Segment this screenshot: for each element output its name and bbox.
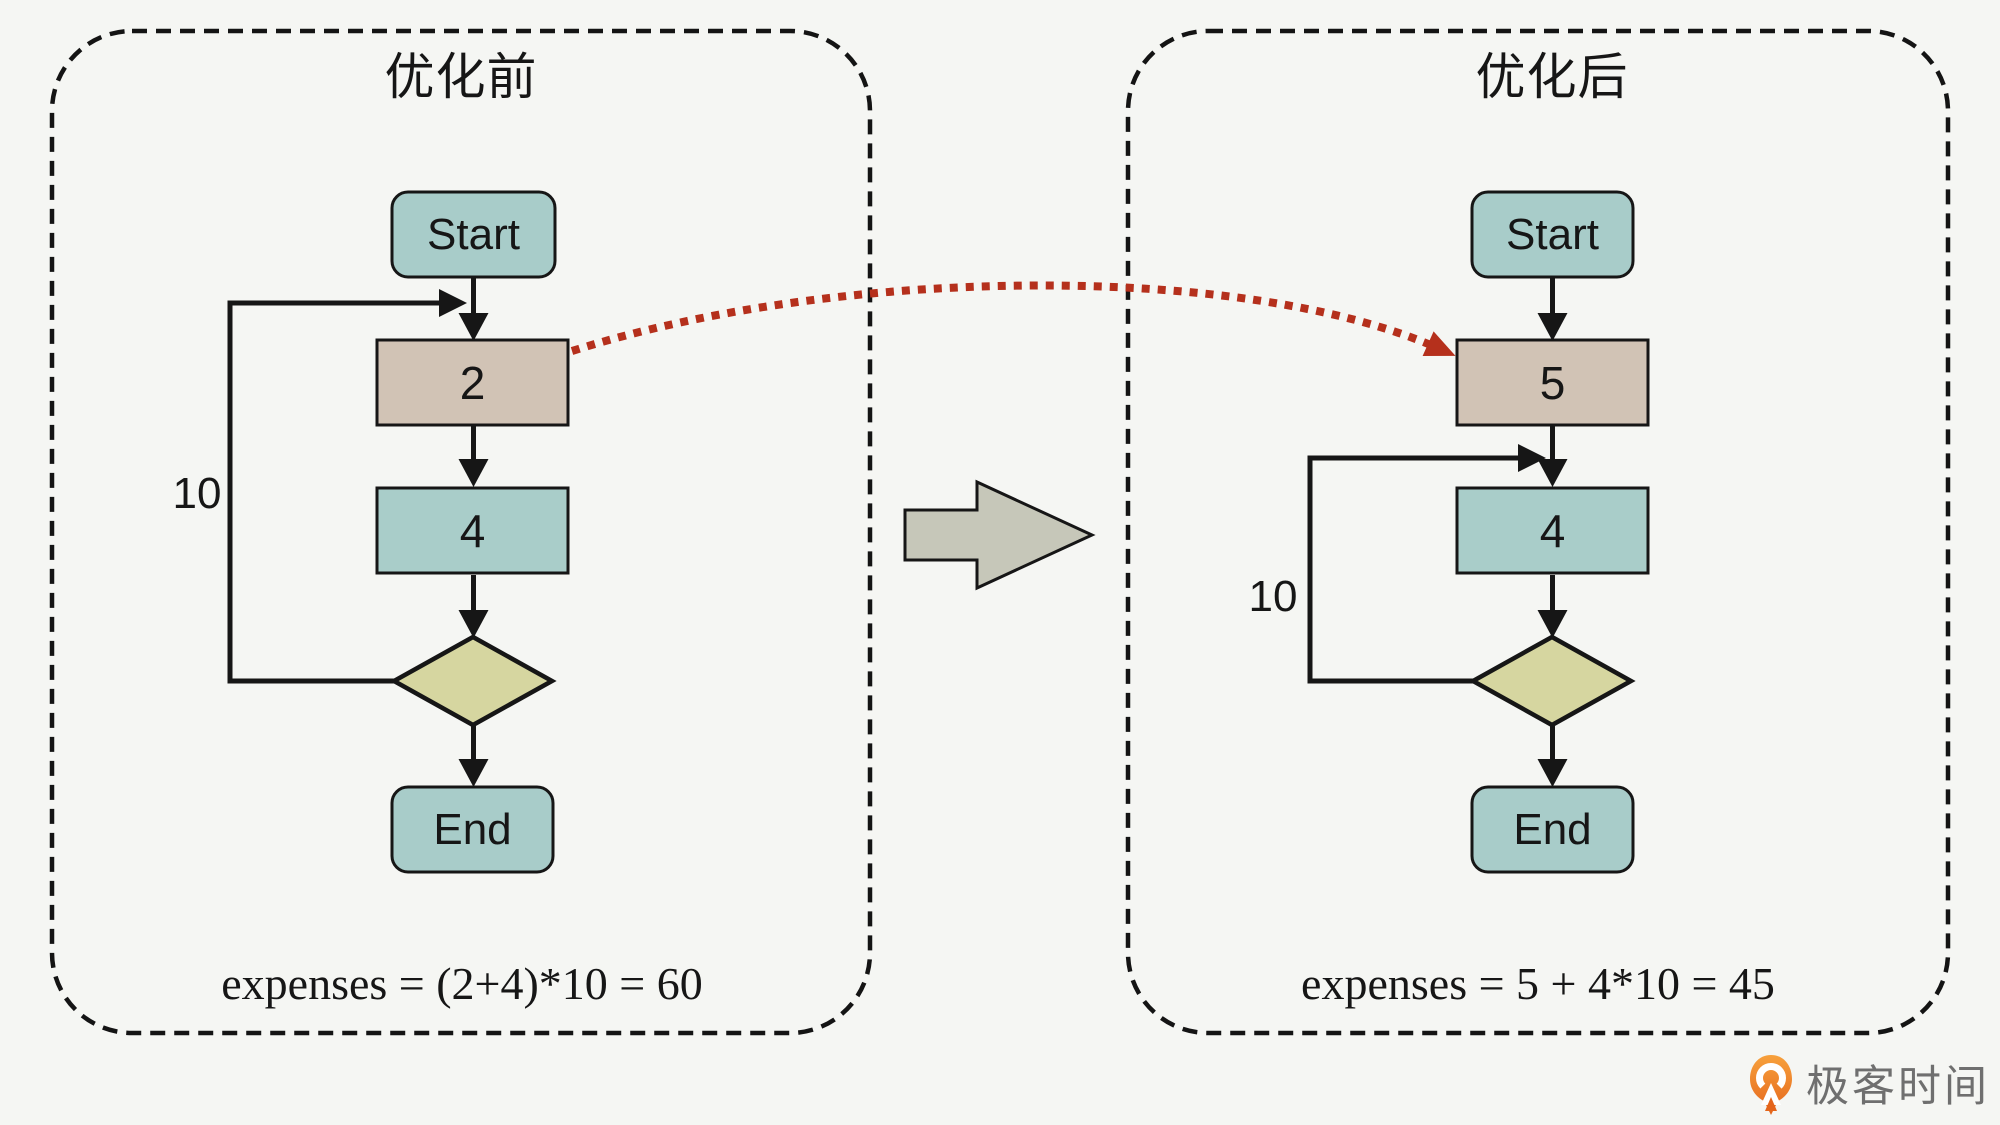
optimization-move-arrowhead [1422, 331, 1456, 356]
panel-title-before: 优化前 [384, 49, 538, 105]
arrowhead-step2-decision-before [458, 610, 489, 638]
optimization-move-arrow [570, 281, 1456, 356]
end-node-after [1470, 785, 1635, 874]
step2-value-before: 4 [459, 504, 486, 557]
arrowhead-decision-end-before [458, 759, 489, 787]
logo-tail-tip [1765, 1097, 1777, 1111]
step1-value-before: 2 [459, 356, 486, 409]
step1-value-after: 5 [1539, 356, 1566, 409]
arrowhead-step1-step2-after [1537, 459, 1568, 487]
end-label-after: End [1513, 804, 1592, 854]
decision-node-after [1468, 634, 1636, 728]
end-node-before [390, 785, 555, 874]
loop-arrowhead-before [439, 289, 467, 317]
loop-count-label-before: 10 [172, 469, 222, 518]
arrowhead-start-step1-after [1537, 313, 1568, 341]
arrowhead-decision-end-after [1537, 759, 1568, 787]
arrowhead-step1-step2-before [458, 459, 489, 487]
logo-ring [1756, 1063, 1786, 1093]
optimization-move-curve [570, 281, 1442, 355]
start-node-before [390, 190, 557, 279]
expense-formula-after: expenses = 5 + 4*10 = 45 [1301, 958, 1775, 1009]
loop-back-edge-before [227, 300, 445, 684]
panel-after-border [1125, 28, 1951, 1036]
step1-node-before [375, 338, 570, 427]
start-label-after: Start [1506, 209, 1599, 259]
step2-node-after [1455, 486, 1650, 575]
geektime-logo-icon [1750, 1055, 1792, 1115]
end-label-before: End [433, 804, 512, 854]
step2-node-before [375, 486, 570, 575]
step2-value-after: 4 [1539, 504, 1566, 557]
panel-before-border [49, 28, 873, 1036]
loop-arrowhead-after [1518, 444, 1546, 472]
panel-title-after: 优化后 [1475, 49, 1629, 105]
expense-formula-before: expenses = (2+4)*10 = 60 [221, 958, 703, 1009]
step1-node-after [1455, 338, 1650, 427]
loop-back-edge-after [1307, 455, 1524, 684]
start-label-before: Start [427, 209, 520, 259]
transform-arrow-icon [903, 479, 1096, 591]
arrowhead-step2-decision-after [1537, 610, 1568, 638]
loop-count-label-after: 10 [1248, 572, 1298, 621]
start-node-after [1470, 190, 1635, 279]
geektime-logo-text: 极客时间 [1806, 1062, 1990, 1111]
logo-tail-cut [1761, 1083, 1781, 1105]
flowchart-before [227, 190, 570, 874]
flowchart-after [1307, 190, 1650, 874]
arrowhead-start-step1-before [458, 313, 489, 341]
decision-node-before [389, 634, 557, 728]
